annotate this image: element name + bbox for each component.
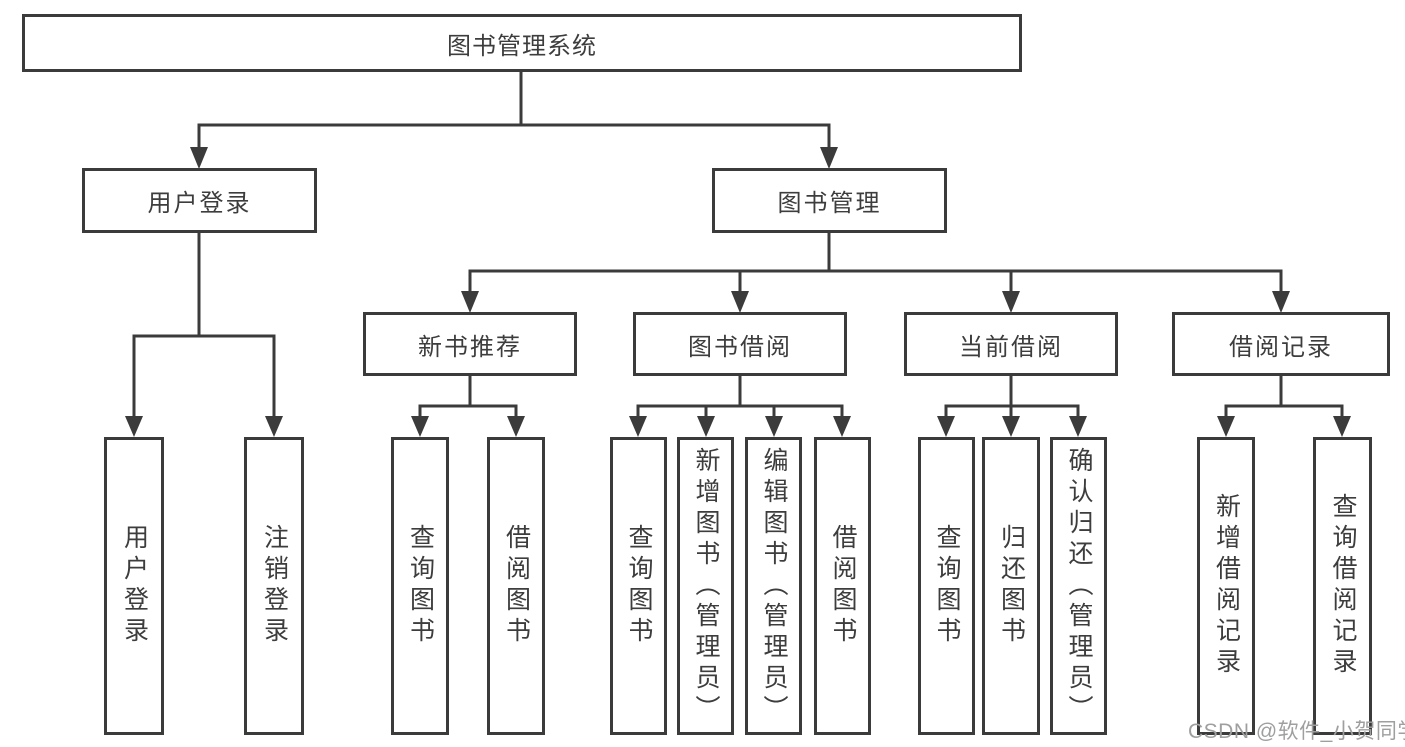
connector-current-borrow-to-leaves [937,376,1087,437]
connector-book-mgmt-to-level3 [461,233,1290,313]
node-borrow-records-label: 借阅记录 [1229,333,1333,361]
leaf-borrow-edit-label: 编辑图书（管理员） [760,446,788,726]
leaf-records-query: 查询借阅记录 [1313,437,1372,735]
leaf-current-query-label: 查询图书 [933,524,961,648]
node-new-books-label: 新书推荐 [418,333,522,361]
leaf-records-query-label: 查询借阅记录 [1329,493,1357,679]
leaf-newbooks-borrow: 借阅图书 [487,437,545,735]
leaf-current-return: 归还图书 [982,437,1040,735]
leaf-user-login: 用户登录 [104,437,164,735]
node-book-mgmt-label: 图书管理 [777,190,882,217]
leaf-current-return-label: 归还图书 [997,524,1026,648]
leaf-records-add-label: 新增借阅记录 [1212,493,1241,679]
node-current-borrow-label: 当前借阅 [959,333,1063,361]
node-root: 图书管理系统 [22,14,1022,72]
leaf-borrow-add: 新增图书（管理员） [677,437,734,735]
leaf-logout-label: 注销登录 [260,524,289,648]
leaf-borrow-query: 查询图书 [610,437,667,735]
connector-new-books-to-leaves [411,376,525,437]
node-root-label: 图书管理系统 [447,32,597,60]
node-new-books: 新书推荐 [363,312,577,376]
connector-book-borrow-to-leaves [629,376,851,437]
leaf-current-query: 查询图书 [918,437,975,735]
node-current-borrow: 当前借阅 [904,312,1118,376]
node-book-borrow-label: 图书借阅 [688,333,792,361]
connector-borrow-records-to-leaves [1217,376,1351,437]
leaf-newbooks-query-label: 查询图书 [406,524,435,648]
node-borrow-records: 借阅记录 [1172,312,1390,376]
leaf-current-confirm-label: 确认归还（管理员） [1065,446,1093,726]
leaf-newbooks-borrow-label: 借阅图书 [502,524,531,648]
node-book-mgmt: 图书管理 [712,168,947,233]
node-user-login: 用户登录 [82,168,317,233]
leaf-borrow-book-label: 借阅图书 [829,524,857,648]
leaf-borrow-edit: 编辑图书（管理员） [745,437,802,735]
leaf-user-login-label: 用户登录 [120,524,149,648]
leaf-borrow-query-label: 查询图书 [625,524,653,648]
leaf-records-add: 新增借阅记录 [1197,437,1255,735]
node-user-login-label: 用户登录 [147,190,252,217]
leaf-borrow-add-label: 新增图书（管理员） [692,446,720,726]
leaf-current-confirm: 确认归还（管理员） [1050,437,1107,735]
connector-user-login-to-leaves [125,233,283,437]
leaf-borrow-book: 借阅图书 [814,437,871,735]
csdn-watermark: CSDN @软件_小贺同学 [1188,720,1405,743]
connector-root-to-level2 [190,72,838,169]
leaf-logout: 注销登录 [244,437,304,735]
leaf-newbooks-query: 查询图书 [391,437,449,735]
node-book-borrow: 图书借阅 [633,312,847,376]
